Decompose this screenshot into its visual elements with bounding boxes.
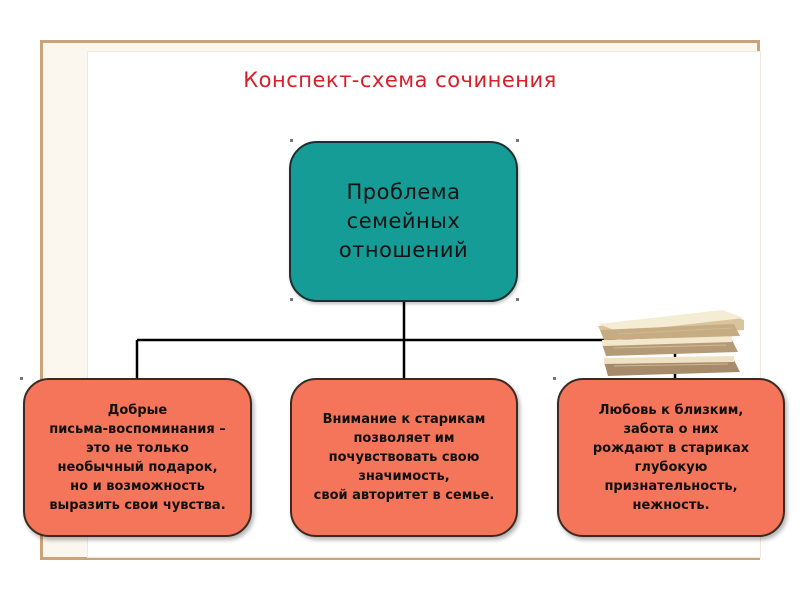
corner-dot: [516, 298, 519, 301]
corner-dot: [290, 139, 293, 142]
leaf-box-attention: Внимание к старикам позволяет им почувст…: [290, 378, 518, 537]
corner-dot: [290, 298, 293, 301]
leaf-box-love: Любовь к близким, забота о них рождают в…: [557, 378, 785, 537]
slide-title: Конспект-схема сочинения: [243, 68, 557, 92]
central-problem-box: Проблема семейных отношений: [289, 141, 518, 302]
corner-dot: [20, 377, 23, 380]
corner-dot: [516, 139, 519, 142]
leaf-box-letters: Добрые письма-воспоминания – это не толь…: [23, 378, 252, 537]
corner-dot: [553, 377, 556, 380]
stack-of-books-icon: [598, 310, 744, 376]
